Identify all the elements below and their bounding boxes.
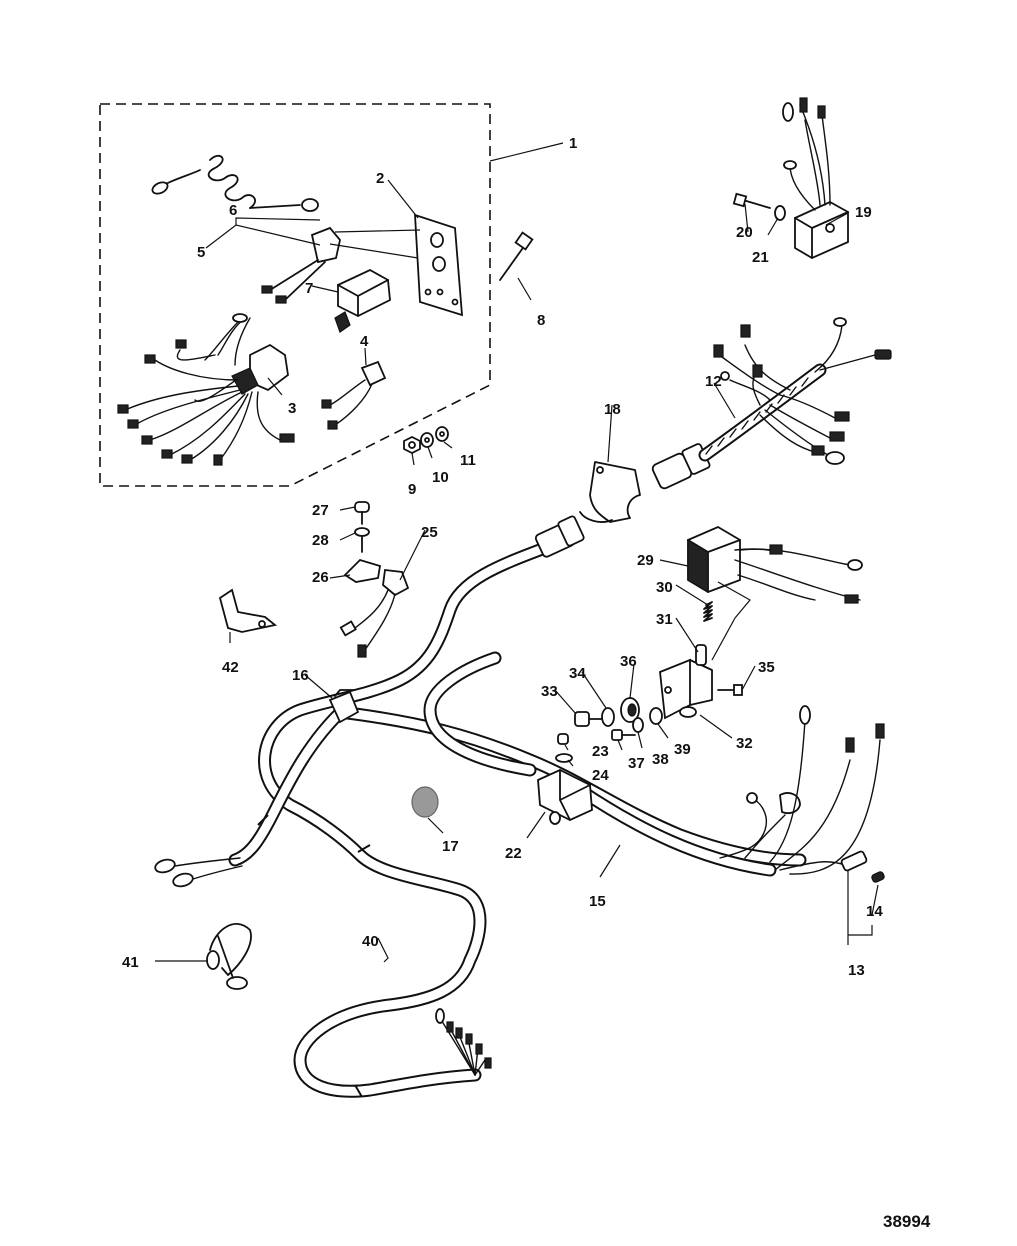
grommet-36 [620, 697, 640, 723]
callout-18: 18 [604, 401, 621, 418]
switch-4 [321, 360, 387, 430]
figure-number: 38994 [883, 1212, 931, 1231]
leader-lines [155, 142, 879, 963]
solenoid-bracket-32 [659, 658, 713, 720]
spring-30 [703, 601, 713, 622]
callout-3: 3 [288, 400, 296, 417]
engine-harness-12 [651, 317, 892, 490]
callout-23: 23 [592, 743, 609, 760]
callout-33: 33 [541, 683, 558, 700]
ignition-switch-3 [117, 313, 295, 466]
callout-5: 5 [197, 244, 205, 261]
washer-24 [555, 753, 573, 763]
switch-panel-assembly-boundary [99, 103, 491, 487]
callout-35: 35 [758, 659, 775, 676]
cable-clamp-41 [206, 923, 252, 990]
washer-10 [420, 432, 434, 448]
bushing-31 [695, 644, 707, 666]
callout-labels: 1 2 3 4 5 6 7 8 9 10 11 12 13 14 15 16 1… [122, 135, 931, 1231]
callout-26: 26 [312, 569, 329, 586]
mounting-plate-2 [414, 213, 464, 317]
callout-25: 25 [421, 524, 438, 541]
callout-27: 27 [312, 502, 329, 519]
callout-8: 8 [537, 312, 545, 329]
harness-sleeve-joints [257, 814, 371, 1098]
harness-right-leads [719, 705, 885, 883]
callout-15: 15 [589, 893, 606, 910]
screw-37 [611, 729, 636, 741]
callout-2: 2 [376, 170, 384, 187]
callout-20: 20 [736, 224, 753, 241]
callout-30: 30 [656, 579, 673, 596]
washer-11 [435, 426, 449, 442]
callout-7: 7 [305, 280, 313, 297]
harness-clamp-16 [328, 689, 360, 724]
callout-39: 39 [674, 741, 691, 758]
retainer-26 [343, 558, 382, 583]
callout-38: 38 [652, 751, 669, 768]
callout-28: 28 [312, 532, 329, 549]
washer-28 [354, 527, 370, 553]
screw-27 [354, 501, 370, 525]
bracket-42 [218, 588, 278, 633]
callout-6: 6 [229, 202, 237, 219]
switch-25 [339, 569, 410, 658]
screw-35 [717, 684, 743, 696]
harness-connector-18-side [534, 515, 585, 558]
washer-38 [632, 717, 644, 733]
screw-8 [499, 231, 534, 281]
callout-21: 21 [752, 249, 769, 266]
callout-19: 19 [855, 204, 872, 221]
callout-9: 9 [408, 481, 416, 498]
mounting-bracket-18 [579, 461, 641, 523]
callout-12: 12 [705, 373, 722, 390]
callout-1: 1 [569, 135, 577, 152]
callout-14: 14 [866, 903, 883, 920]
callout-34: 34 [569, 665, 586, 682]
screw-20 [732, 192, 771, 209]
grommet-39 [649, 707, 663, 725]
mounting-bracket-7 [334, 268, 391, 333]
ground-ring-terminals [154, 857, 243, 888]
callout-11: 11 [460, 452, 476, 469]
harness-clamp-22 [537, 769, 593, 825]
harness-terminal-bundle [435, 1008, 492, 1076]
callout-31: 31 [656, 611, 673, 628]
screw-23 [557, 733, 569, 745]
callout-10: 10 [432, 469, 449, 486]
callout-32: 32 [736, 735, 753, 752]
callout-4: 4 [360, 333, 369, 350]
main-harness-tubing [228, 541, 807, 1098]
lanyard-6 [151, 155, 319, 212]
callout-17: 17 [442, 838, 459, 855]
callout-13: 13 [848, 962, 865, 979]
washer-21 [774, 205, 786, 221]
plug-17 [411, 786, 439, 818]
callout-16: 16 [292, 667, 309, 684]
callout-29: 29 [637, 552, 654, 569]
callout-41: 41 [122, 954, 139, 971]
nut-9 [403, 435, 421, 455]
callout-40: 40 [362, 933, 379, 950]
callout-37: 37 [628, 755, 645, 772]
rectifier-19 [775, 97, 849, 260]
starter-solenoid-29 [687, 525, 863, 604]
callout-24: 24 [592, 767, 609, 784]
stop-switch-5 [261, 226, 341, 304]
callout-36: 36 [620, 653, 637, 670]
washer-34 [601, 707, 615, 727]
callout-42: 42 [222, 659, 239, 676]
callout-22: 22 [505, 845, 522, 862]
